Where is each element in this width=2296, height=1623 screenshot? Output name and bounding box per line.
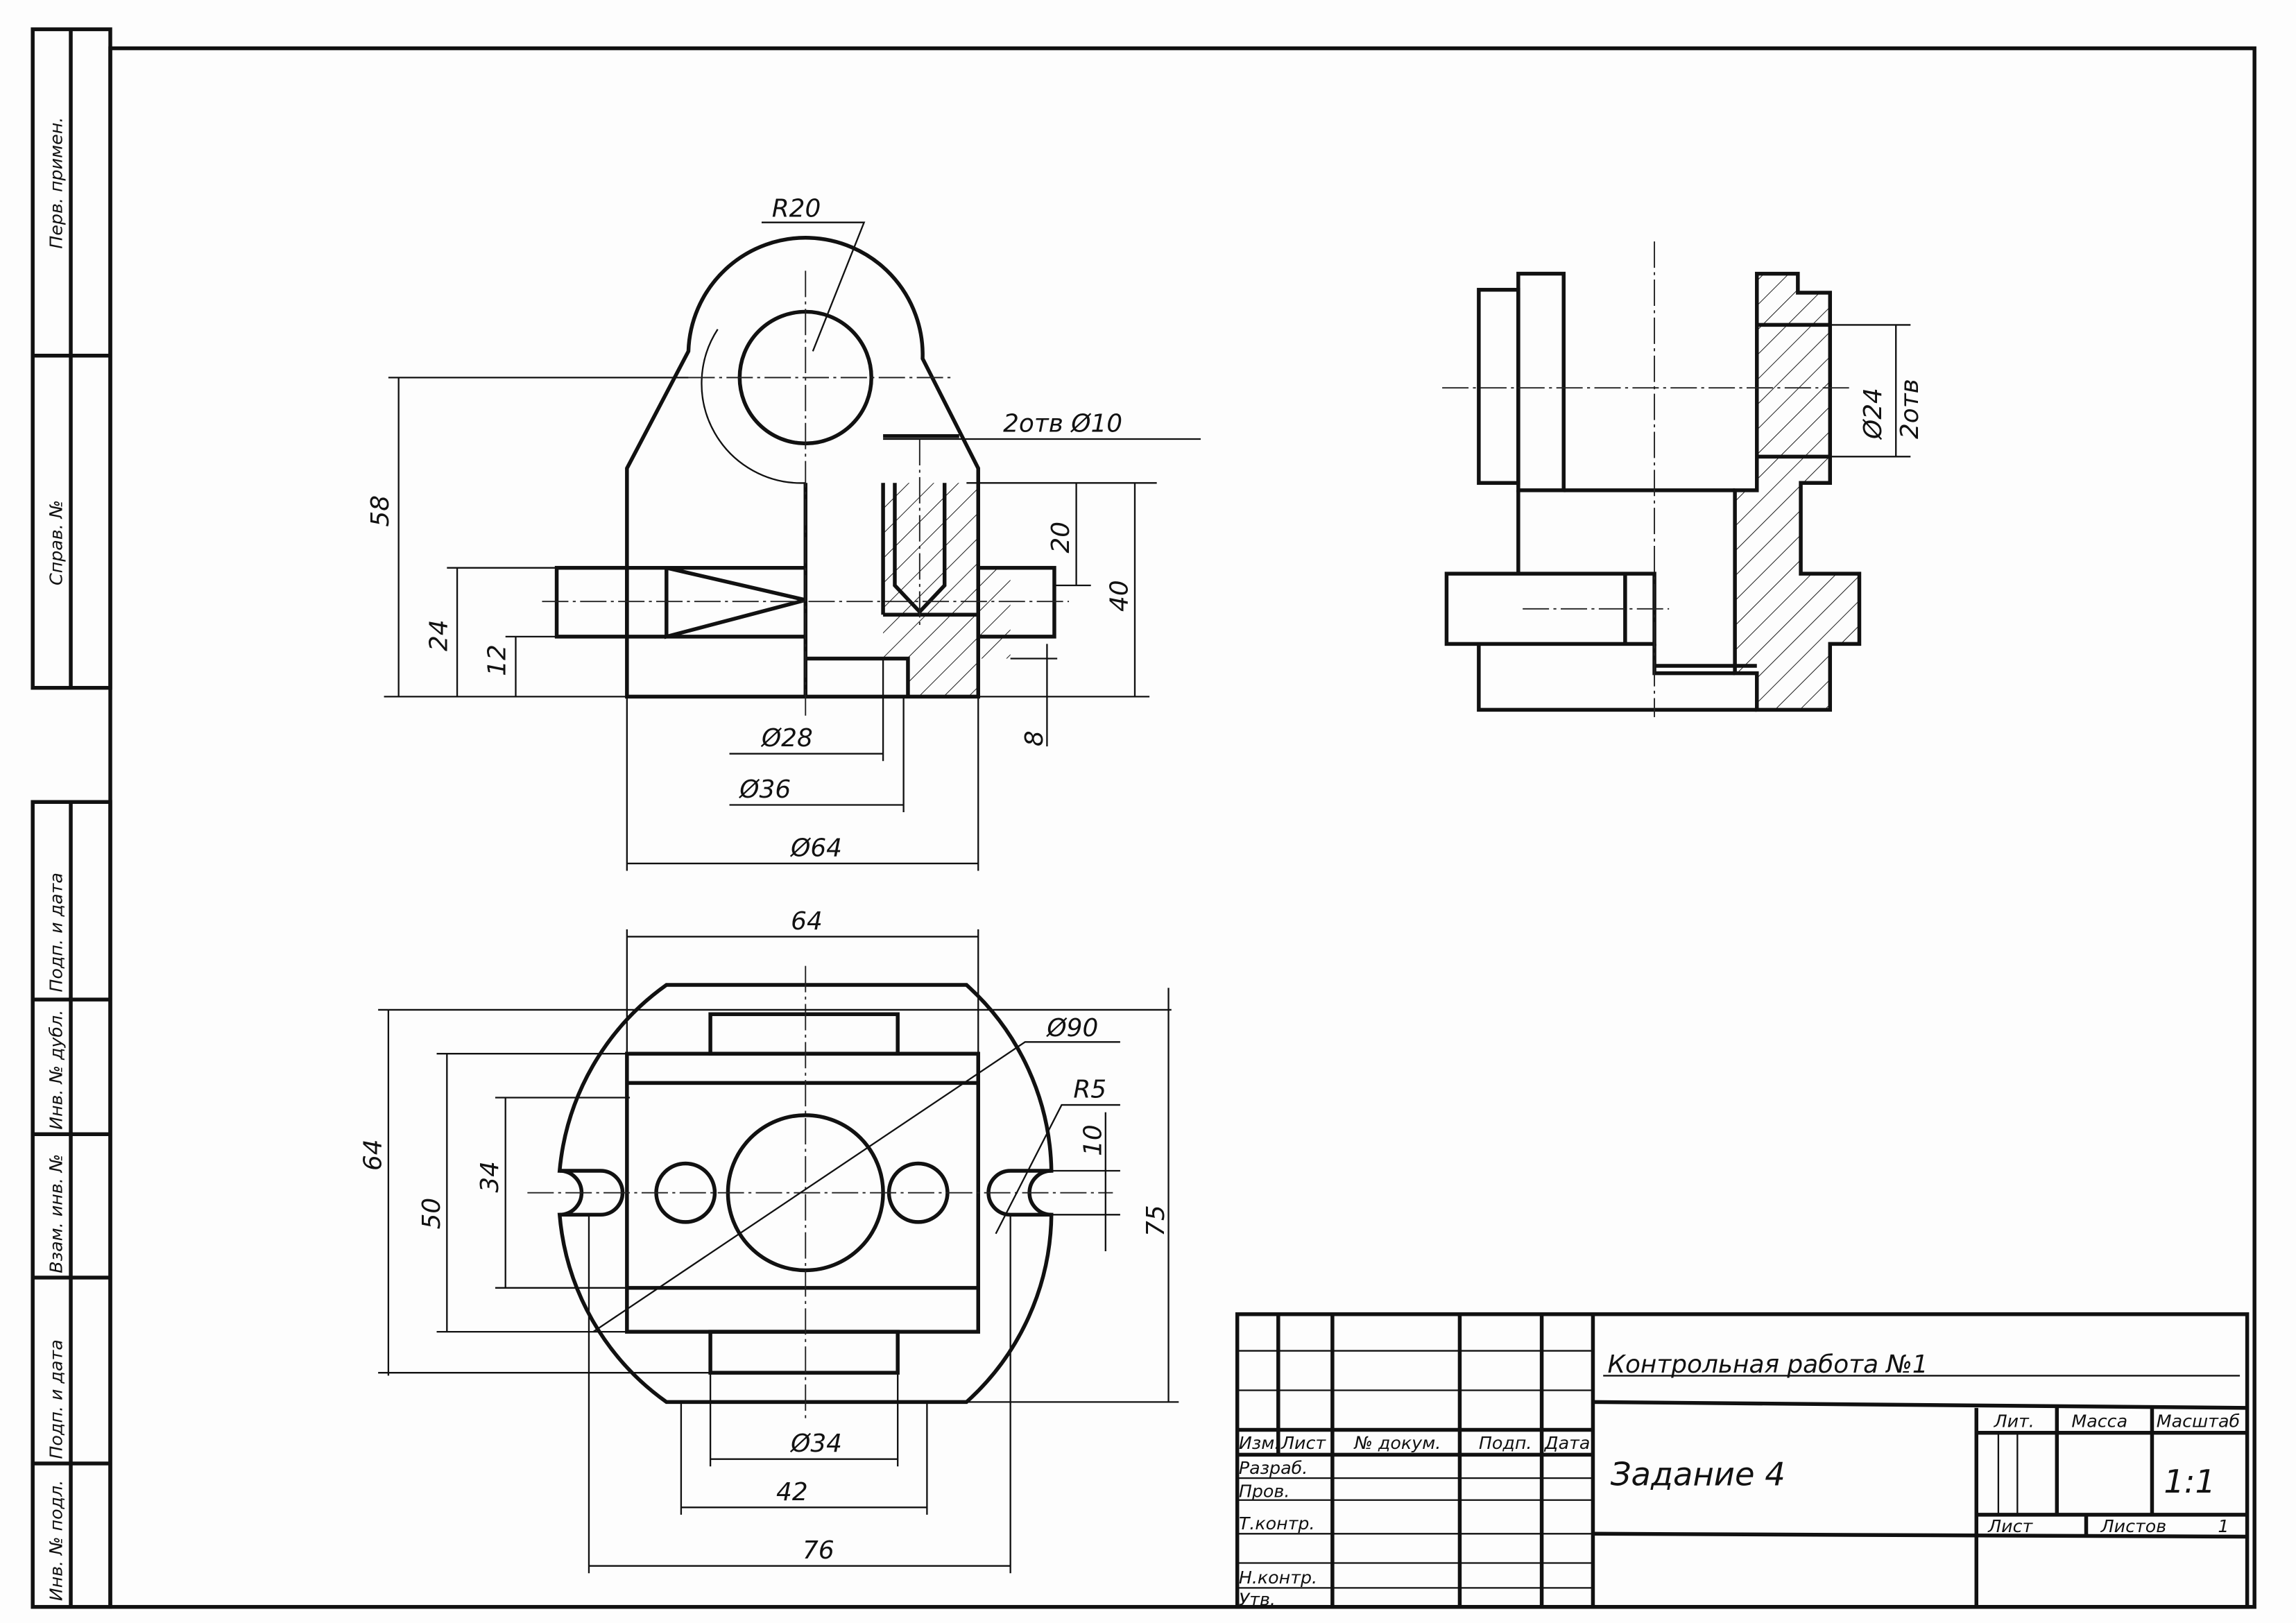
label-r5: R5	[1073, 1076, 1106, 1104]
role-tkontr: Т.контр.	[1239, 1513, 1315, 1534]
stamp-inv-podl: Инв. № подл.	[45, 1480, 66, 1601]
stamp-sprav-no: Справ. №	[45, 500, 66, 585]
label-r20: R20	[772, 194, 821, 223]
role-razrab: Разраб.	[1239, 1457, 1308, 1478]
dim-20: 20	[1047, 522, 1075, 553]
role-nkontr: Н.контр.	[1239, 1567, 1317, 1588]
stamp-perv-primen: Перв. примен.	[45, 117, 66, 249]
front-view: 58 24 12 20 40 8 Ø28 Ø36 Ø64 R20 2отв Ø1…	[366, 194, 1201, 871]
dim-64-left: 64	[359, 1139, 387, 1171]
dim-d34: Ø34	[789, 1429, 842, 1458]
dim-50: 50	[418, 1198, 446, 1230]
dim-10: 10	[1079, 1124, 1107, 1156]
dim-d28: Ø28	[760, 724, 813, 753]
dim-24: 24	[425, 619, 453, 651]
dim-12: 12	[483, 644, 512, 676]
label-2holes: 2отв	[1896, 379, 1924, 439]
dim-42: 42	[776, 1478, 808, 1506]
dim-34: 34	[476, 1161, 504, 1193]
label-mass: Масса	[2071, 1410, 2127, 1431]
dim-75: 75	[1142, 1205, 1170, 1237]
role-utv: Утв.	[1239, 1589, 1276, 1610]
col-izm: Изм.	[1239, 1432, 1280, 1453]
label-d90: Ø90	[1045, 1014, 1098, 1042]
side-view: Ø24 2отв	[1442, 241, 1924, 717]
drawing-subtitle: Задание 4	[1611, 1456, 1785, 1493]
col-doc-no: № докум.	[1353, 1432, 1441, 1453]
dim-8: 8	[1020, 730, 1049, 746]
col-podp: Подп.	[1479, 1432, 1532, 1453]
col-list: Лист	[1280, 1432, 1326, 1453]
label-sheets: Листов	[2100, 1515, 2167, 1536]
title-block: Контрольная работа №1 Задание 4 Изм. Лис…	[1235, 1312, 2250, 1610]
stamp-vzam-inv: Взам. инв. №	[45, 1154, 66, 1273]
drawing-title: Контрольная работа №1	[1608, 1350, 1928, 1379]
label-sheet: Лист	[1987, 1515, 2033, 1536]
sheets-count: 1	[2218, 1515, 2229, 1536]
scale-value: 1:1	[2164, 1463, 2216, 1500]
col-data: Дата	[1544, 1432, 1591, 1453]
dim-40: 40	[1105, 580, 1133, 612]
dim-d64: Ø64	[789, 834, 842, 862]
label-2holes-d10: 2отв Ø10	[1003, 409, 1122, 438]
stamp-inv-dubl: Инв. № дубл.	[45, 1010, 66, 1130]
dim-64-top: 64	[791, 907, 823, 936]
dim-d24: Ø24	[1859, 388, 1887, 440]
dim-58: 58	[366, 495, 395, 527]
label-lit: Лит.	[1994, 1410, 2034, 1431]
dim-d36: Ø36	[738, 775, 791, 804]
label-scale: Масштаб	[2157, 1410, 2240, 1431]
top-view: 64 64 50 34 10 75 Ø34 42 76 Ø90 R5	[359, 907, 1179, 1574]
stamp-podp-data-1: Подп. и дата	[45, 873, 66, 992]
stamp-podp-data-2: Подп. и дата	[45, 1339, 66, 1459]
dim-76: 76	[803, 1536, 834, 1565]
role-prov: Пров.	[1239, 1481, 1290, 1502]
side-stamp: Перв. примен. Справ. № Подп. и дата Инв.…	[31, 27, 112, 1609]
